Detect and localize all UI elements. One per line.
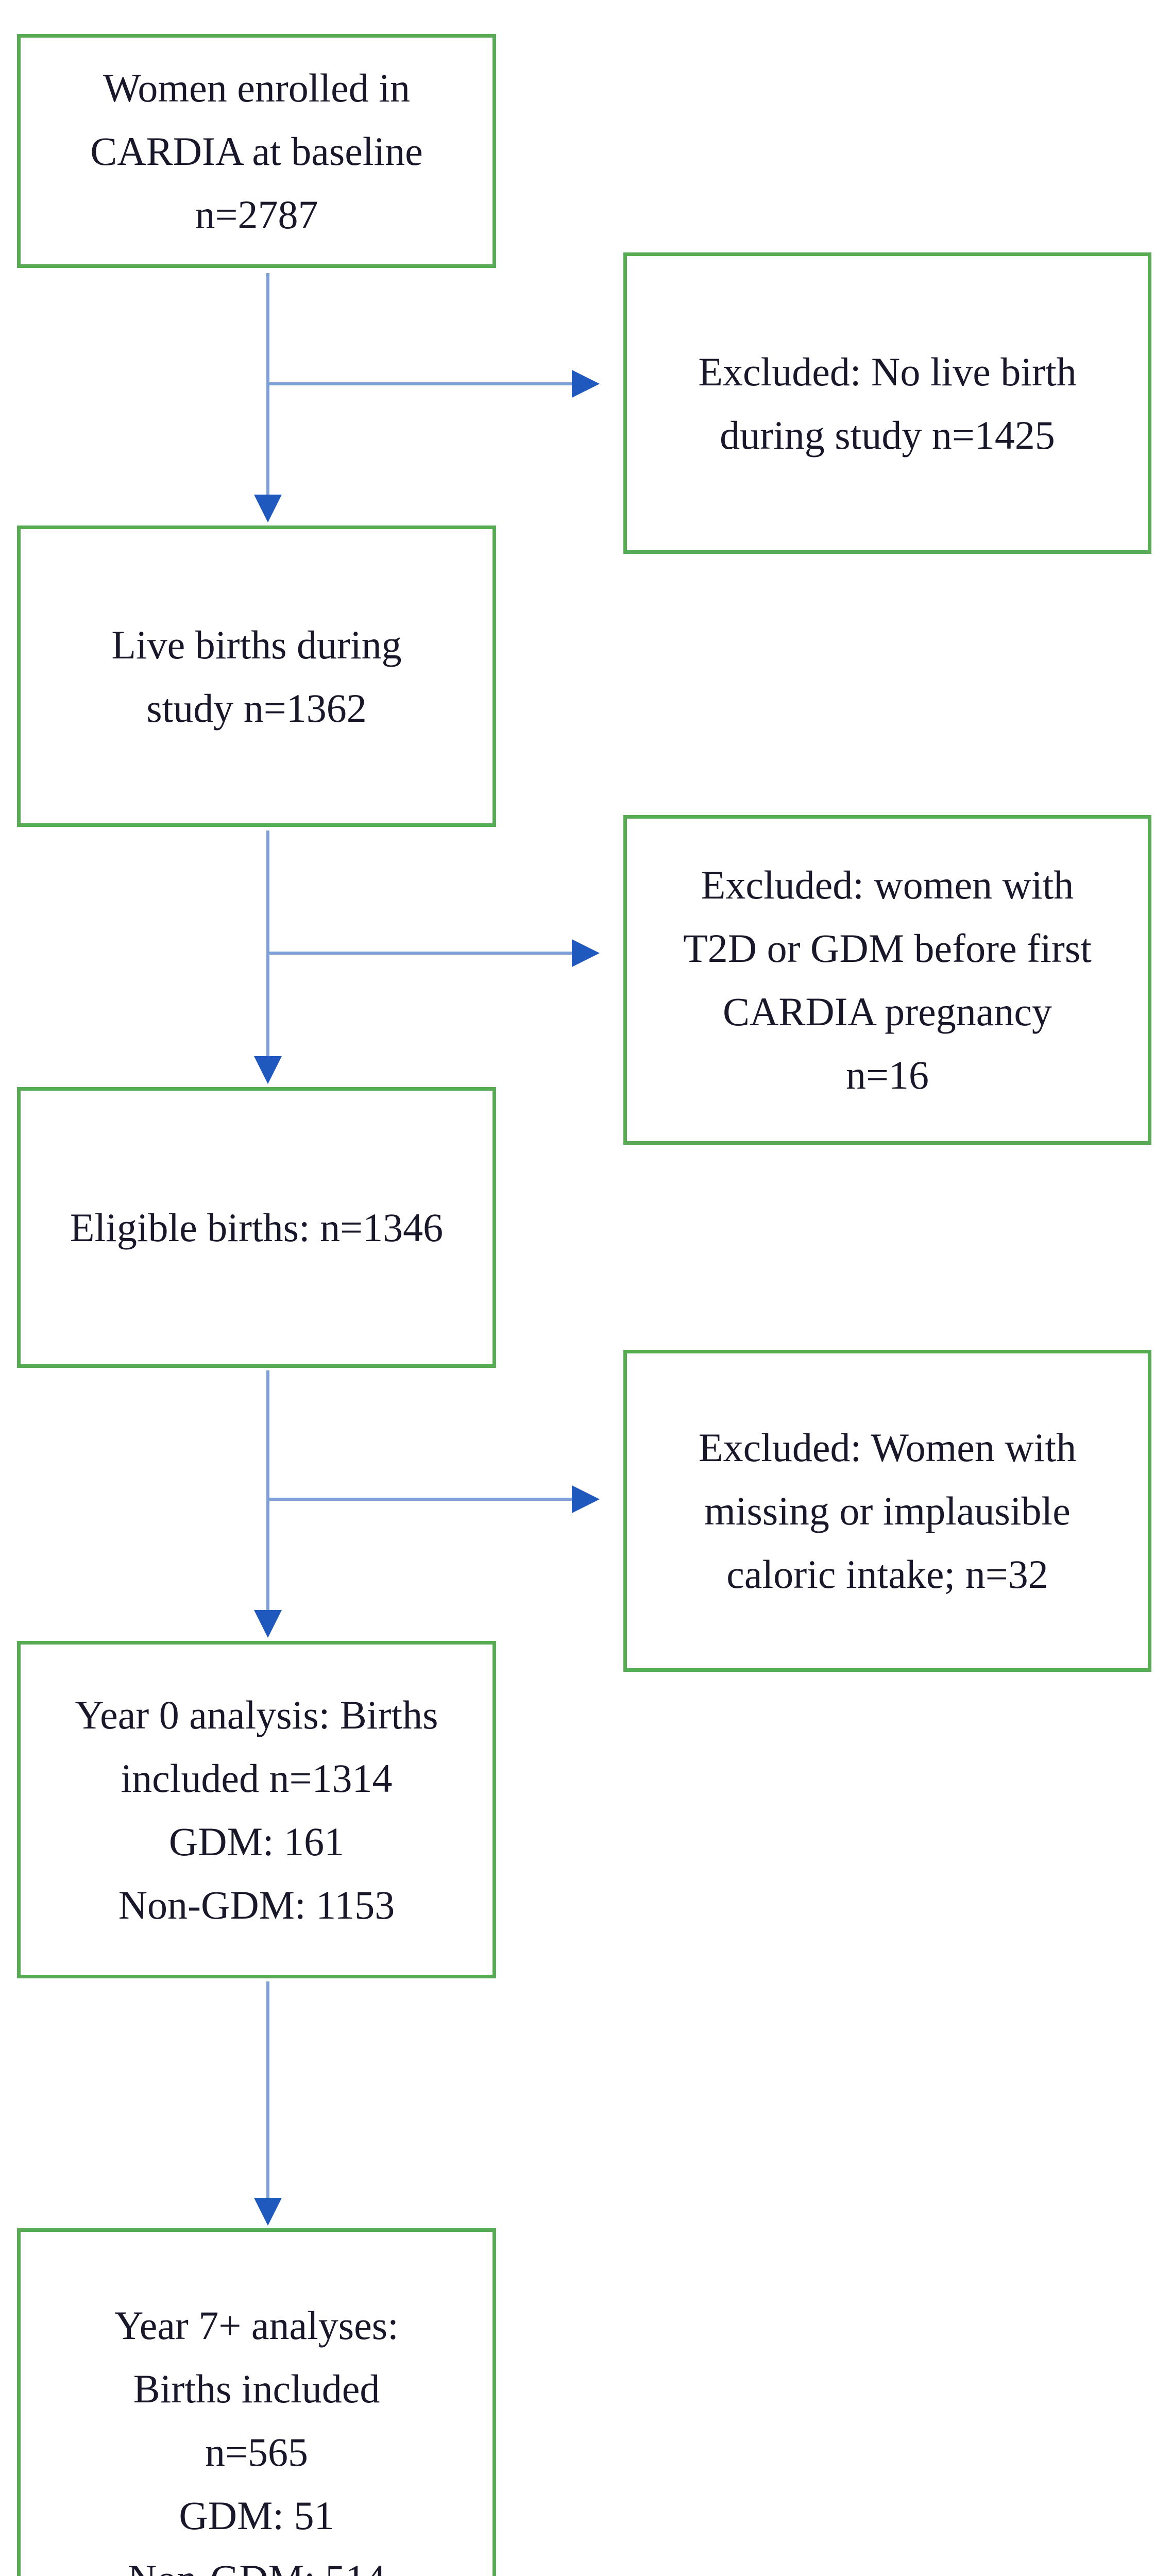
box-text-line: included n=1314 — [121, 1755, 393, 1801]
box-text-line: Births included — [133, 2366, 380, 2411]
down-arrowhead-icon — [254, 495, 282, 522]
box-eligible-births: Eligible births: n=1346 — [17, 1087, 496, 1368]
box-live-births: Live births during study n=1362 — [17, 526, 496, 827]
box-text-line: caloric intake; n=32 — [726, 1552, 1048, 1597]
box-text-line: Excluded: women with — [701, 862, 1074, 907]
branch-arrow-excluded-caloric-intake — [268, 1498, 572, 1501]
box-text-line: Eligible births: n=1346 — [70, 1205, 444, 1250]
down-arrowhead-icon — [254, 1056, 282, 1084]
box-text-line: Excluded: Women with — [698, 1425, 1077, 1470]
box-text-line: GDM: 161 — [168, 1819, 345, 1864]
box-text-line: Year 7+ analyses: — [114, 2302, 399, 2348]
right-arrowhead-icon — [572, 370, 600, 398]
box-text-line: Non-GDM: 1153 — [118, 1882, 395, 1927]
box-text-line: Excluded: No live birth — [698, 349, 1077, 394]
box-text-line: missing or implausible — [704, 1488, 1071, 1533]
branch-arrow-excluded-no-live-birth — [268, 382, 572, 385]
box-text-line: study n=1362 — [146, 685, 367, 731]
box-text-line: T2D or GDM before first — [683, 926, 1092, 971]
box-excluded-caloric-intake: Excluded: Women with missing or implausi… — [623, 1350, 1151, 1672]
arrow-livebirths-to-eligible — [266, 831, 269, 1056]
right-arrowhead-icon — [572, 1485, 600, 1513]
box-text-line: n=2787 — [195, 192, 318, 237]
arrow-year0-to-year7 — [266, 1981, 269, 2198]
box-text-line: Year 0 analysis: Births — [75, 1692, 438, 1737]
box-women-enrolled: Women enrolled in CARDIA at baseline n=2… — [17, 34, 496, 268]
down-arrowhead-icon — [254, 1610, 282, 1638]
box-text-line: GDM: 51 — [179, 2493, 334, 2538]
right-arrowhead-icon — [572, 939, 600, 967]
arrow-eligible-to-year0 — [266, 1370, 269, 1610]
branch-arrow-excluded-t2d-gdm — [268, 952, 572, 955]
box-text-line: Live births during — [111, 622, 402, 667]
box-text-line: n=565 — [205, 2429, 308, 2475]
box-text-line: Non-GDM: 514 — [128, 2547, 386, 2576]
box-text-line: n=16 — [846, 1053, 929, 1097]
box-excluded-t2d-gdm: Excluded: women with T2D or GDM before f… — [623, 815, 1151, 1145]
down-arrowhead-icon — [254, 2198, 282, 2226]
box-year7-analyses: Year 7+ analyses: Births included n=565 … — [17, 2228, 496, 2576]
box-text-line: Women enrolled in — [103, 65, 410, 110]
box-text-line: CARDIA pregnancy — [722, 989, 1052, 1034]
box-text-line: during study n=1425 — [720, 412, 1055, 457]
box-excluded-no-live-birth: Excluded: No live birth during study n=1… — [623, 252, 1151, 554]
box-year0-analysis: Year 0 analysis: Births included n=1314 … — [17, 1641, 496, 1978]
box-text-line: CARDIA at baseline — [90, 128, 423, 174]
